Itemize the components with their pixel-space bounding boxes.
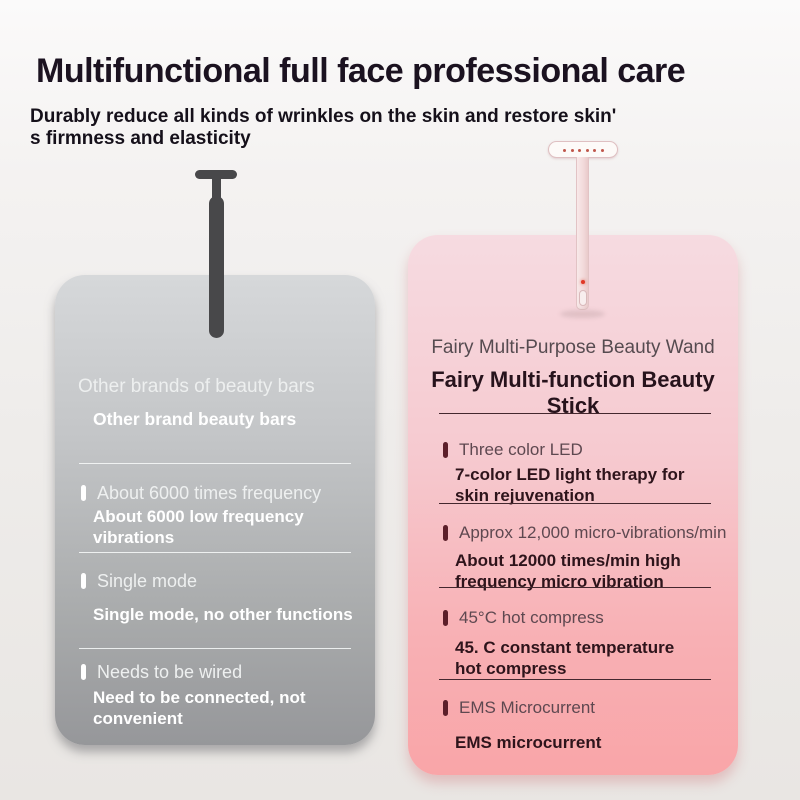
led-dot-icon — [593, 148, 596, 152]
feature-item: About 6000 times frequency About 6000 lo… — [81, 483, 361, 548]
led-dot-icon — [585, 148, 589, 152]
feature-label: Single mode — [97, 570, 198, 591]
pink-wand-head — [548, 141, 618, 158]
feature-bullet-icon — [443, 525, 448, 541]
feature-bullet-icon — [81, 485, 86, 501]
pink-wand-power-button — [578, 290, 587, 306]
feature-item: 45°C hot compress 45. C constant tempera… — [443, 608, 728, 679]
competitor-card: Other brands of beauty bars Other brand … — [55, 275, 375, 745]
divider — [79, 463, 351, 464]
feature-description: 45. C constant temperature hot compress — [455, 638, 675, 678]
feature-label: Needs to be wired — [97, 661, 243, 682]
feature-bullet-icon — [81, 573, 86, 589]
fairy-card-subheading: Fairy Multi-Purpose Beauty Wand — [431, 337, 715, 358]
gray-wand-neck — [211, 177, 221, 201]
feature-bullet-icon — [443, 700, 448, 716]
pink-wand-handle — [576, 157, 589, 310]
fairy-card-heading: Fairy Multi-function Beauty Stick — [431, 367, 715, 418]
feature-description: Single mode, no other functions — [93, 605, 353, 624]
divider — [439, 503, 711, 504]
feature-label: About 6000 times frequency — [97, 482, 322, 503]
gray-wand-head — [195, 170, 237, 179]
divider — [79, 552, 351, 553]
feature-description: Need to be connected, not convenient — [93, 688, 306, 728]
feature-label: EMS Microcurrent — [459, 698, 596, 717]
gray-wand-handle — [208, 196, 224, 338]
feature-description: About 12000 times/min high frequency mic… — [455, 551, 681, 591]
feature-item: Approx 12,000 micro-vibrations/min About… — [443, 523, 728, 592]
feature-item: Three color LED 7-color LED light therap… — [443, 440, 728, 506]
pink-wand-icon — [548, 141, 618, 321]
page-subtitle: Durably reduce all kinds of wrinkles on … — [30, 106, 617, 149]
feature-description: 7-color LED light therapy for skin rejuv… — [455, 465, 685, 505]
led-dot-icon — [578, 148, 581, 152]
feature-label: 45°C hot compress — [459, 608, 604, 627]
pink-wand-shadow — [560, 310, 605, 318]
feature-description: About 6000 low frequency vibrations — [93, 507, 304, 547]
divider — [79, 648, 351, 649]
feature-item: EMS Microcurrent EMS microcurrent — [443, 698, 728, 753]
led-dot-icon — [570, 148, 574, 152]
gray-wand-icon — [195, 170, 237, 340]
fairy-product-card: Fairy Multi-Purpose Beauty Wand Fairy Mu… — [408, 235, 738, 775]
divider — [439, 679, 711, 680]
divider — [439, 413, 711, 414]
competitor-card-subheading: Other brands of beauty bars — [78, 376, 315, 397]
feature-bullet-icon — [443, 442, 448, 458]
feature-label: Approx 12,000 micro-vibrations/min — [459, 523, 727, 542]
competitor-card-heading: Other brand beauty bars — [93, 409, 297, 429]
feature-item: Single mode Single mode, no other functi… — [81, 571, 361, 625]
feature-description: EMS microcurrent — [455, 733, 602, 752]
led-dot-icon — [563, 148, 566, 152]
led-dot-icon — [600, 148, 604, 152]
page-title: Multifunctional full face professional c… — [36, 52, 686, 90]
feature-bullet-icon — [81, 664, 86, 680]
pink-wand-indicator-led — [580, 280, 585, 284]
feature-bullet-icon — [443, 610, 448, 626]
feature-item: Needs to be wired Need to be connected, … — [81, 662, 361, 729]
feature-label: Three color LED — [459, 440, 583, 459]
divider — [439, 587, 711, 588]
